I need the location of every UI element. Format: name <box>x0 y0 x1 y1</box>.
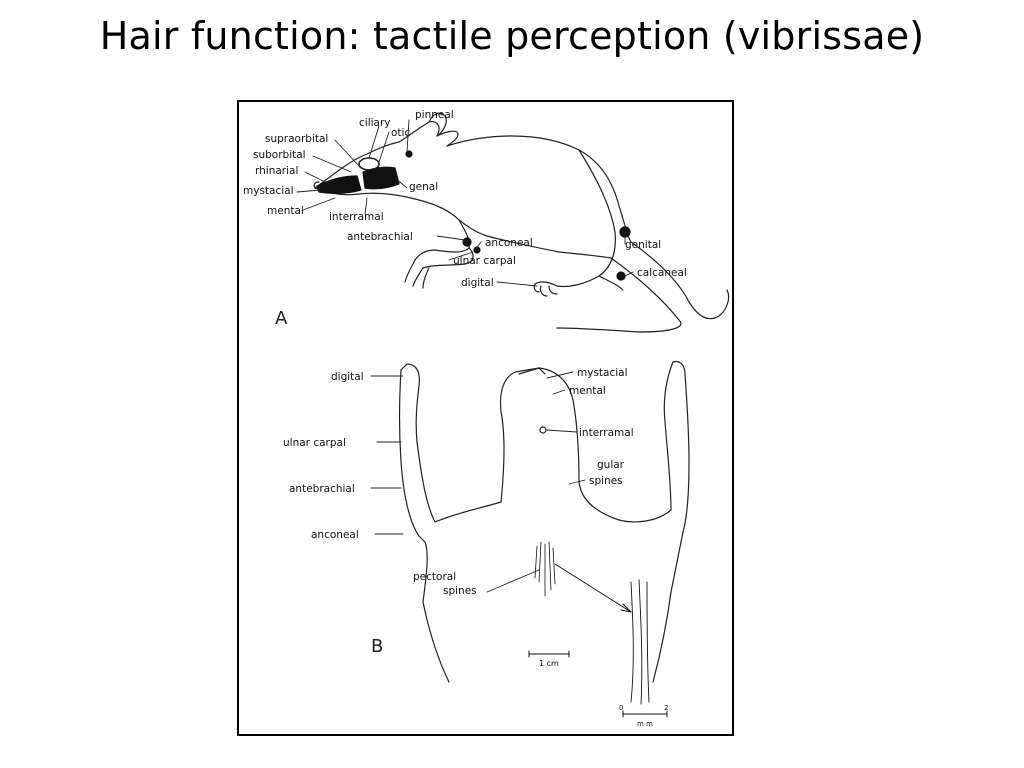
slide-title: Hair function: tactile perception (vibri… <box>99 14 925 58</box>
panel-b-letter: B <box>371 636 383 657</box>
label-a-anconeal: anconeal <box>485 237 533 249</box>
label-a-genital: genital <box>625 239 661 251</box>
vibrissae-patches <box>316 150 631 281</box>
vibrissae-figure: pinneal ciliary otic supraorbital suborb… <box>237 100 734 736</box>
inset-scale-unit: m m <box>637 720 653 728</box>
label-a-mental: mental <box>267 205 304 217</box>
label-a-supraorbital: supraorbital <box>265 133 328 145</box>
label-a-antebrachial: antebrachial <box>347 231 413 243</box>
label-a-calcaneal: calcaneal <box>637 267 687 279</box>
label-b-antebrachial: antebrachial <box>289 483 355 495</box>
scale-bars <box>528 650 668 718</box>
label-a-mystacial: mystacial <box>243 185 294 197</box>
inset-scale-two: 2 <box>664 704 668 712</box>
label-b-mystacial: mystacial <box>577 367 628 379</box>
label-a-digital: digital <box>461 277 494 289</box>
scale-bar-label: 1 cm <box>539 659 559 668</box>
animal-ventral-view <box>398 360 690 683</box>
label-b-anconeal: anconeal <box>311 529 359 541</box>
label-b-gular-spines: spines <box>589 475 623 487</box>
interramal-dot <box>539 426 547 434</box>
label-b-digital: digital <box>331 371 364 383</box>
leader-lines-b <box>370 371 586 593</box>
label-a-suborbital: suborbital <box>253 149 306 161</box>
magnified-spine-inset <box>630 579 650 705</box>
label-b-mental: mental <box>569 385 606 397</box>
label-a-ciliary: ciliary <box>359 117 391 129</box>
label-a-interramal: interramal <box>329 211 384 223</box>
label-a-rhinarial: rhinarial <box>255 165 298 177</box>
label-b-interramal: interramal <box>579 427 634 439</box>
label-b-ulnar-carpal: ulnar carpal <box>283 437 346 449</box>
pectoral-spines-tuft <box>534 541 556 597</box>
label-a-genal: genal <box>409 181 438 193</box>
label-b-pectoral: pectoral <box>413 571 456 583</box>
inset-scale-zero: 0 <box>619 704 623 712</box>
vibrissae-illustration: pinneal ciliary otic supraorbital suborb… <box>243 109 730 728</box>
label-a-pinneal: pinneal <box>415 109 454 121</box>
label-a-otic: otic <box>391 127 410 139</box>
leader-lines-a <box>296 119 634 287</box>
animal-side-view <box>313 112 730 333</box>
magnify-arrow <box>554 563 632 613</box>
panel-a-letter: A <box>275 308 288 329</box>
label-b-gular: gular <box>597 459 625 471</box>
label-b-pectoral-spines: spines <box>443 585 477 597</box>
label-a-ulnar-carpal: ulnar carpal <box>453 255 516 267</box>
